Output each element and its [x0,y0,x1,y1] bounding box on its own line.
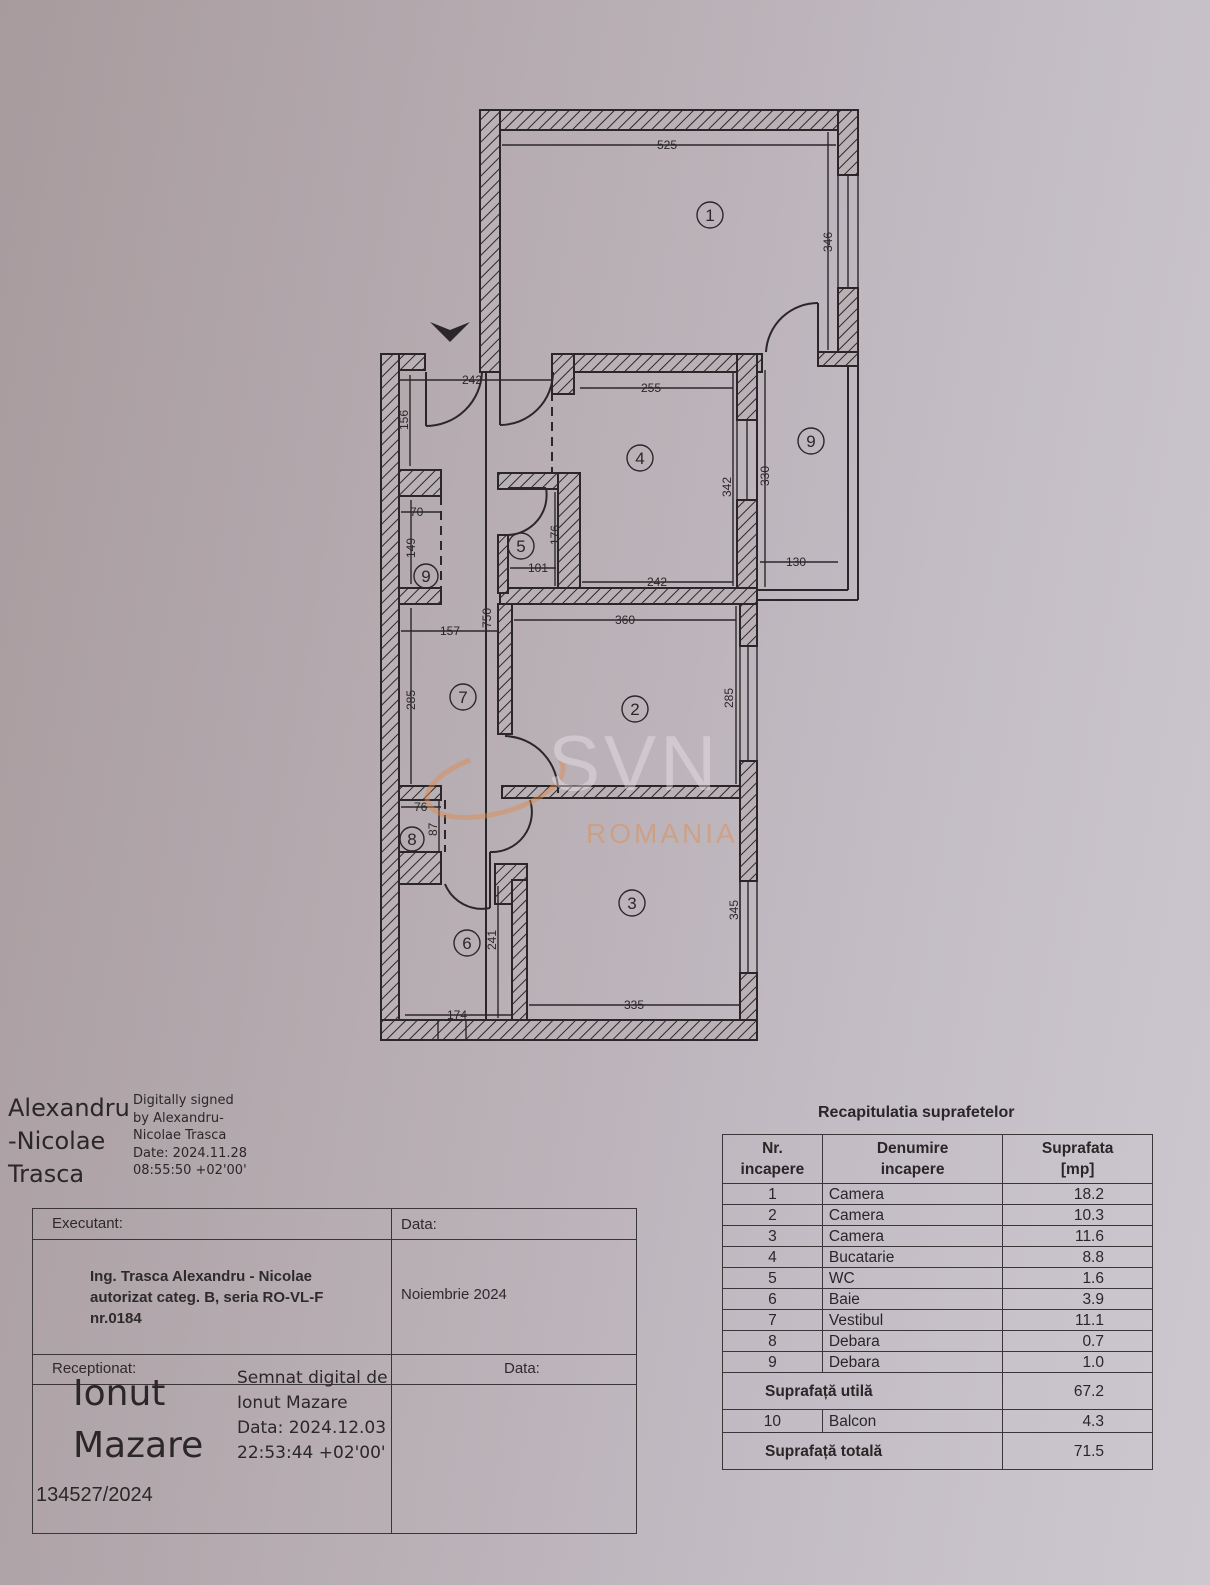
room-marker-9-balcony: 9 [797,427,825,455]
svg-text:174: 174 [447,1008,467,1022]
room-marker-6: 6 [453,929,481,957]
svg-text:ROMANIA: ROMANIA [586,818,738,849]
svg-text:5: 5 [516,537,525,556]
entrance-arrow-icon [430,322,470,342]
svg-text:285: 285 [404,690,418,710]
svg-text:360: 360 [615,613,635,627]
room-marker-9-closet: 9 [413,563,439,589]
registration-number: 134527/2024 [36,1484,153,1506]
svg-text:9: 9 [806,432,815,451]
room-marker-1: 1 [696,201,724,229]
executant-date: Noiembrie 2024 [401,1286,507,1303]
room-marker-3: 3 [618,889,646,917]
data-label-2: Data: [504,1360,540,1377]
signer-name-line-2: -Nicolae [8,1127,106,1155]
svg-text:342: 342 [720,477,734,497]
total-area-row: Suprafață totală 71.5 [721,1432,1153,1470]
dimension-labels: 525 346 242 156 255 342 242 330 130 70 1… [397,138,835,1022]
useful-area-label: Suprafață utilă [721,1372,1004,1410]
room-marker-8: 8 [399,826,425,852]
hall-walls [380,353,758,1041]
floor-plan: 525 346 242 156 255 342 242 330 130 70 1… [380,109,859,1041]
room-marker-2: 2 [621,695,649,723]
svg-text:242: 242 [462,373,482,387]
executant-signature-meta: Digitally signed by Alexandru- Nicolae T… [133,1093,248,1178]
useful-area-row: Suprafață utilă 67.2 [721,1372,1153,1410]
dimension-lines [400,132,838,1018]
svg-text:330: 330 [758,466,772,486]
executant-details: Ing. Trasca Alexandru - Nicolae autoriza… [90,1268,324,1327]
svg-text:8: 8 [407,830,416,849]
svg-text:525: 525 [657,138,677,152]
svg-text:6: 6 [462,934,471,953]
svg-text:149: 149 [404,538,418,558]
svg-text:241: 241 [485,930,499,950]
signer-name-line-3: Trasca [8,1160,85,1188]
header-nr: Nr.incapere [722,1134,823,1184]
room-marker-7: 7 [449,683,477,711]
wc-walls [497,472,581,594]
room-marker-4: 4 [626,444,654,472]
total-area-label: Suprafață totală [721,1432,1004,1470]
header-area: Suprafata[mp] [1002,1134,1153,1184]
room-1-walls [479,109,859,373]
room-number-markers: 1 2 3 4 5 6 7 8 9 9 [399,201,825,957]
svg-text:70: 70 [410,505,424,519]
kitchen-walls [499,353,763,605]
data-label: Data: [401,1216,437,1233]
signer-name-line-1: Alexandru [8,1094,130,1122]
svg-text:176: 176 [548,525,562,545]
svg-text:242: 242 [647,575,667,589]
svg-text:2: 2 [630,700,639,719]
svg-text:156: 156 [397,410,411,430]
svg-text:255: 255 [641,381,661,395]
balcony-outline [756,366,859,601]
svg-text:3: 3 [627,894,636,913]
svg-text:750: 750 [480,608,494,628]
svg-text:130: 130 [786,555,806,569]
summary-title: Recapitulatia suprafetelor [818,1104,1015,1121]
svg-text:157: 157 [440,624,460,638]
svg-text:285: 285 [722,688,736,708]
svg-text:345: 345 [727,900,741,920]
svg-text:9: 9 [421,567,430,586]
receptionat-label: Receptionat: [52,1360,137,1377]
svg-text:76: 76 [414,800,428,814]
useful-area-value: 67.2 [1002,1372,1153,1410]
executant-digital-signature: Alexandru -Nicolae Trasca [8,1092,130,1191]
executant-label: Executant: [52,1215,123,1232]
svg-text:335: 335 [624,998,644,1012]
svg-text:SVN: SVN [548,719,720,807]
svg-text:4: 4 [635,449,644,468]
svg-text:7: 7 [458,688,467,707]
total-area-value: 71.5 [1002,1432,1153,1470]
svg-text:1: 1 [705,206,714,225]
bedroom-walls [494,603,758,1021]
svg-text:101: 101 [528,561,548,575]
svg-text:87: 87 [426,822,440,836]
svn-watermark: SVN ROMANIA [424,719,738,849]
receiver-signature-meta: Semnat digital de Ionut Mazare Data: 202… [237,1368,388,1463]
room-marker-5: 5 [507,532,535,560]
svg-text:346: 346 [821,232,835,252]
receiver-signature-name: Ionut Mazare [73,1373,204,1466]
